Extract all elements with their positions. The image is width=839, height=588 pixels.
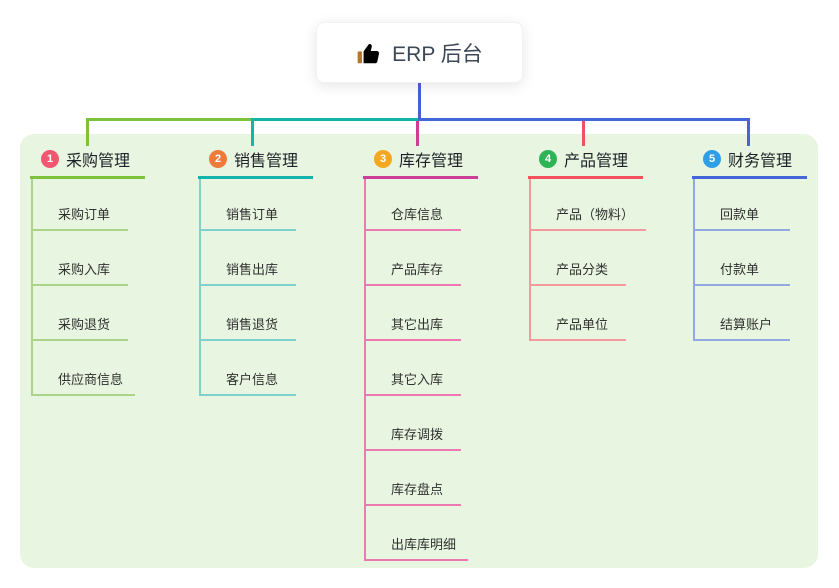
branch-node-finance[interactable]: 5 财务管理 (692, 146, 807, 179)
branch-purchase-management: 1 采购管理 采购订单 采购入库 采购退货 供应商信息 (30, 146, 145, 396)
child-row: 回款单 (695, 179, 790, 231)
root-node-erp-backend[interactable]: ERP 后台 (316, 22, 523, 83)
child-row: 库存盘点 (366, 451, 468, 506)
node-other-inbound[interactable]: 其它入库 (366, 369, 461, 396)
connector-horizontal-sales (251, 118, 419, 121)
branch-number-badge-4: 4 (539, 150, 557, 168)
node-settlement-account[interactable]: 结算账户 (695, 314, 790, 341)
child-row: 仓库信息 (366, 179, 468, 231)
connector-drop-inventory (416, 121, 419, 146)
node-product-unit[interactable]: 产品单位 (531, 314, 626, 341)
node-payment-doc[interactable]: 付款单 (695, 259, 790, 286)
branch-product-management: 4 产品管理 产品（物料） 产品分类 产品单位 (528, 146, 647, 341)
child-row: 结算账户 (695, 286, 790, 341)
connector-drop-sales (251, 118, 254, 146)
branch-children-finance: 回款单 付款单 结算账户 (693, 179, 790, 341)
node-outbound-detail[interactable]: 出库库明细 (366, 534, 469, 561)
branch-title-product: 产品管理 (564, 153, 629, 170)
child-row: 产品库存 (366, 231, 468, 286)
branch-title-sales: 销售管理 (234, 153, 299, 170)
node-product-stock[interactable]: 产品库存 (366, 259, 461, 286)
thumbs-up-icon (356, 40, 382, 66)
child-row: 客户信息 (201, 341, 296, 396)
branch-title-purchase: 采购管理 (66, 153, 131, 170)
node-other-outbound[interactable]: 其它出库 (366, 314, 461, 341)
node-customer-info[interactable]: 客户信息 (201, 369, 296, 396)
branch-node-sales[interactable]: 2 销售管理 (198, 146, 313, 179)
node-purchase-order[interactable]: 采购订单 (33, 204, 128, 231)
branch-children-purchase: 采购订单 采购入库 采购退货 供应商信息 (31, 179, 136, 396)
branch-finance-management: 5 财务管理 回款单 付款单 结算账户 (692, 146, 807, 341)
branch-number-badge-3: 3 (374, 150, 392, 168)
branch-number-badge-2: 2 (209, 150, 227, 168)
connector-horizontal-purchase (86, 118, 253, 121)
node-stock-count[interactable]: 库存盘点 (366, 479, 461, 506)
branch-children-product: 产品（物料） 产品分类 产品单位 (529, 179, 647, 341)
node-warehouse-info[interactable]: 仓库信息 (366, 204, 461, 231)
branch-children-inventory: 仓库信息 产品库存 其它出库 其它入库 库存调拨 库存盘点 出库库明细 (364, 179, 469, 561)
node-stock-transfer[interactable]: 库存调拨 (366, 424, 461, 451)
connector-drop-product (582, 121, 585, 146)
child-row: 采购退货 (33, 286, 135, 341)
node-purchase-return[interactable]: 采购退货 (33, 314, 128, 341)
connector-horizontal-finance (418, 118, 750, 121)
branches-background-panel (20, 134, 818, 568)
child-row: 付款单 (695, 231, 790, 286)
node-product-category[interactable]: 产品分类 (531, 259, 626, 286)
branch-number-badge-5: 5 (703, 150, 721, 168)
node-sales-outbound[interactable]: 销售出库 (201, 259, 296, 286)
branch-title-inventory: 库存管理 (399, 153, 464, 170)
branch-number-badge-1: 1 (41, 150, 59, 168)
connector-root-vertical (418, 83, 421, 121)
child-row: 产品单位 (531, 286, 646, 341)
child-row: 销售订单 (201, 179, 296, 231)
child-row: 其它入库 (366, 341, 468, 396)
child-row: 采购订单 (33, 179, 135, 231)
child-row: 库存调拨 (366, 396, 468, 451)
connector-drop-finance (747, 121, 750, 146)
child-row: 产品分类 (531, 231, 646, 286)
branch-sales-management: 2 销售管理 销售订单 销售出库 销售退货 客户信息 (198, 146, 313, 396)
node-purchase-inbound[interactable]: 采购入库 (33, 259, 128, 286)
node-receipt-doc[interactable]: 回款单 (695, 204, 790, 231)
child-row: 采购入库 (33, 231, 135, 286)
connector-drop-purchase (86, 118, 89, 146)
child-row: 销售出库 (201, 231, 296, 286)
root-node-label: ERP 后台 (392, 42, 483, 66)
child-row: 其它出库 (366, 286, 468, 341)
node-sales-order[interactable]: 销售订单 (201, 204, 296, 231)
branch-node-purchase[interactable]: 1 采购管理 (30, 146, 145, 179)
node-sales-return[interactable]: 销售退货 (201, 314, 296, 341)
branch-children-sales: 销售订单 销售出库 销售退货 客户信息 (199, 179, 296, 396)
child-row: 产品（物料） (531, 179, 647, 231)
branch-node-product[interactable]: 4 产品管理 (528, 146, 643, 179)
child-row: 销售退货 (201, 286, 296, 341)
node-product-material[interactable]: 产品（物料） (531, 204, 647, 231)
child-row: 供应商信息 (33, 341, 136, 396)
child-row: 出库库明细 (366, 506, 469, 561)
branch-inventory-management: 3 库存管理 仓库信息 产品库存 其它出库 其它入库 库存调拨 库存盘点 出库库… (363, 146, 478, 561)
branch-title-finance: 财务管理 (728, 153, 793, 170)
branch-node-inventory[interactable]: 3 库存管理 (363, 146, 478, 179)
node-supplier-info[interactable]: 供应商信息 (33, 369, 136, 396)
